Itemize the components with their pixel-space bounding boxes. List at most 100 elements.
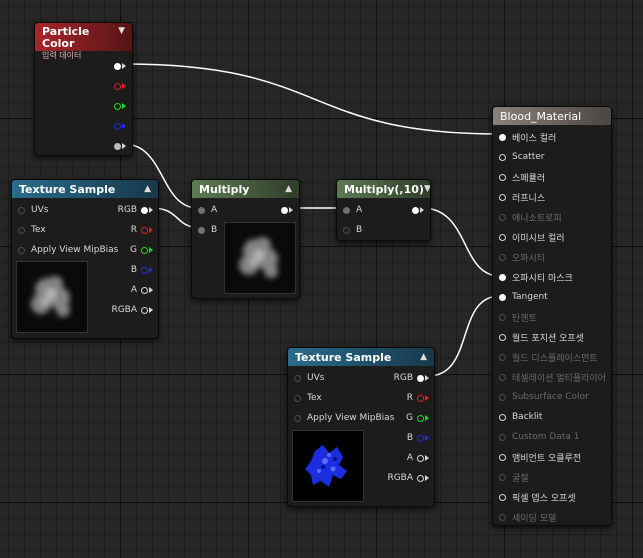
blood-material-header[interactable]: Blood_Material	[493, 107, 611, 125]
output-pin-b[interactable]: B	[131, 263, 153, 277]
input-pin-uvs[interactable]: UVs	[294, 371, 324, 385]
particle-color-node[interactable]: Particle Color 입력 데이터 ▼	[34, 22, 133, 156]
input-pin-icon[interactable]	[499, 173, 506, 181]
pin-label-b: B	[130, 265, 137, 275]
multiply10-header[interactable]: Multiply(,10) ▼	[337, 180, 430, 198]
output-pin-b[interactable]: B	[407, 431, 429, 445]
input-pin-icon[interactable]	[499, 353, 506, 361]
material-input-pin[interactable]: Custom Data 1	[499, 430, 579, 444]
input-pin-icon[interactable]	[499, 413, 506, 421]
material-input-pin[interactable]: Scatter	[499, 150, 544, 164]
output-pin-a[interactable]	[114, 139, 126, 153]
input-pin-a[interactable]: A	[198, 203, 217, 217]
input-pin-b[interactable]: B	[343, 223, 362, 237]
input-pin-icon[interactable]	[499, 233, 506, 241]
collapse-arrow-icon[interactable]: ▲	[420, 352, 427, 362]
input-pin-tex[interactable]: Tex	[18, 223, 46, 237]
input-pin-icon[interactable]	[499, 153, 506, 161]
input-pin-icon[interactable]	[499, 373, 506, 381]
input-pin-b[interactable]: B	[198, 223, 217, 237]
input-pin-icon[interactable]	[499, 493, 506, 501]
pin-label-r: R	[406, 393, 413, 403]
pin-label-b: B	[356, 225, 363, 235]
collapse-arrow-icon[interactable]: ▼	[118, 26, 125, 36]
material-input-pin[interactable]: 픽셀 뎁스 오프셋	[499, 490, 576, 504]
output-pin-a[interactable]: A	[407, 451, 429, 465]
output-pin-b[interactable]	[114, 119, 126, 133]
output-pin[interactable]	[412, 203, 424, 217]
output-pin-g[interactable]: G	[406, 411, 429, 425]
output-pin-rgba[interactable]: RGBA	[111, 303, 153, 317]
material-input-pin[interactable]: 스페큘러	[499, 170, 545, 184]
output-pin-rgba[interactable]: RGBA	[387, 471, 429, 485]
material-input-pin[interactable]: 월드 디스플레이스먼트	[499, 350, 598, 364]
particle-color-header[interactable]: Particle Color 입력 데이터 ▼	[35, 23, 132, 60]
input-pin-icon[interactable]	[499, 133, 506, 141]
material-input-pin[interactable]: 오파시티	[499, 250, 545, 264]
material-input-pin[interactable]: Backlit	[499, 410, 542, 424]
output-pin-rgb[interactable]: RGB	[118, 203, 153, 217]
multiply-header[interactable]: Multiply ▲	[192, 180, 299, 198]
pin-label-mipbias: Apply View MipBias	[307, 413, 395, 423]
input-pin-icon[interactable]	[499, 293, 506, 301]
material-input-pin[interactable]: 베이스 컬러	[499, 130, 556, 144]
material-input-pin[interactable]: 굴절	[499, 470, 529, 484]
input-pin-mipbias[interactable]: Apply View MipBias	[294, 411, 394, 425]
input-pin-icon[interactable]	[499, 453, 506, 461]
texture-sample-node-2[interactable]: Texture Sample ▲ UVs Tex Apply View MipB…	[287, 347, 435, 507]
multiply-title: Multiply	[199, 182, 250, 196]
material-input-pin[interactable]: 이미시브 컬러	[499, 230, 565, 244]
material-pin-label: Custom Data 1	[512, 432, 580, 442]
material-input-pin[interactable]: 월드 포지션 오프셋	[499, 330, 584, 344]
material-input-pin[interactable]: 애니소트로피	[499, 210, 562, 224]
pin-label-b: B	[406, 433, 413, 443]
pin-label-g: G	[130, 245, 137, 255]
output-pin-rgb[interactable]: RGB	[394, 371, 429, 385]
material-input-pin[interactable]: 러프니스	[499, 190, 545, 204]
input-pin-icon[interactable]	[499, 193, 506, 201]
multiply-node[interactable]: Multiply ▲ A B	[191, 179, 300, 299]
material-input-pin[interactable]: 셰이딩 모델	[499, 510, 556, 524]
output-pin-r[interactable]: R	[407, 391, 429, 405]
collapse-arrow-icon[interactable]: ▲	[285, 184, 292, 194]
collapse-arrow-icon[interactable]: ▲	[144, 184, 151, 194]
material-input-pin[interactable]: 오파시티 마스크	[499, 270, 573, 284]
material-input-pin[interactable]: 앰비언트 오클루전	[499, 450, 581, 464]
material-input-pin[interactable]: Subsurface Color	[499, 390, 589, 404]
output-pin-g[interactable]: G	[130, 243, 153, 257]
material-input-pin[interactable]: 탄젠트	[499, 310, 537, 324]
texture-sample-2-header[interactable]: Texture Sample ▲	[288, 348, 434, 366]
output-pin-r[interactable]: R	[131, 223, 153, 237]
input-pin-icon[interactable]	[499, 253, 506, 261]
material-pin-label: 이미시브 컬러	[512, 233, 565, 244]
material-input-pin[interactable]: 테셀레이션 멀티플라이어	[499, 370, 606, 384]
output-pin-r[interactable]	[114, 79, 126, 93]
output-pin-g[interactable]	[114, 99, 126, 113]
input-pin-icon[interactable]	[499, 513, 506, 521]
material-input-pin[interactable]: Tangent	[499, 290, 548, 304]
output-pin[interactable]	[281, 203, 293, 217]
input-pin-icon[interactable]	[499, 273, 506, 281]
texture-sample-1-header[interactable]: Texture Sample ▲	[12, 180, 158, 198]
material-pin-label: 오파시티	[512, 253, 546, 264]
input-pin-icon[interactable]	[499, 313, 506, 321]
input-pin-icon[interactable]	[499, 393, 506, 401]
texture-sample-node-1[interactable]: Texture Sample ▲ UVs Tex Apply View MipB…	[11, 179, 159, 339]
output-pin-a[interactable]: A	[131, 283, 153, 297]
pin-label-g: G	[406, 413, 413, 423]
input-pin-icon[interactable]	[499, 213, 506, 221]
input-pin-tex[interactable]: Tex	[294, 391, 322, 405]
multiply10-node[interactable]: Multiply(,10) ▼ A B	[336, 179, 431, 241]
input-pin-icon[interactable]	[499, 333, 506, 341]
input-pin-icon[interactable]	[499, 473, 506, 481]
output-pin-rgb[interactable]	[114, 59, 126, 73]
input-pin-uvs[interactable]: UVs	[18, 203, 48, 217]
collapse-arrow-icon[interactable]: ▼	[423, 184, 431, 194]
material-pin-label: Scatter	[512, 152, 545, 162]
input-pin-a[interactable]: A	[343, 203, 362, 217]
input-pin-mipbias[interactable]: Apply View MipBias	[18, 243, 118, 257]
particle-color-subtitle: 입력 데이터	[42, 51, 82, 60]
material-pin-label: 앰비언트 오클루전	[512, 453, 582, 464]
input-pin-icon[interactable]	[499, 433, 506, 441]
